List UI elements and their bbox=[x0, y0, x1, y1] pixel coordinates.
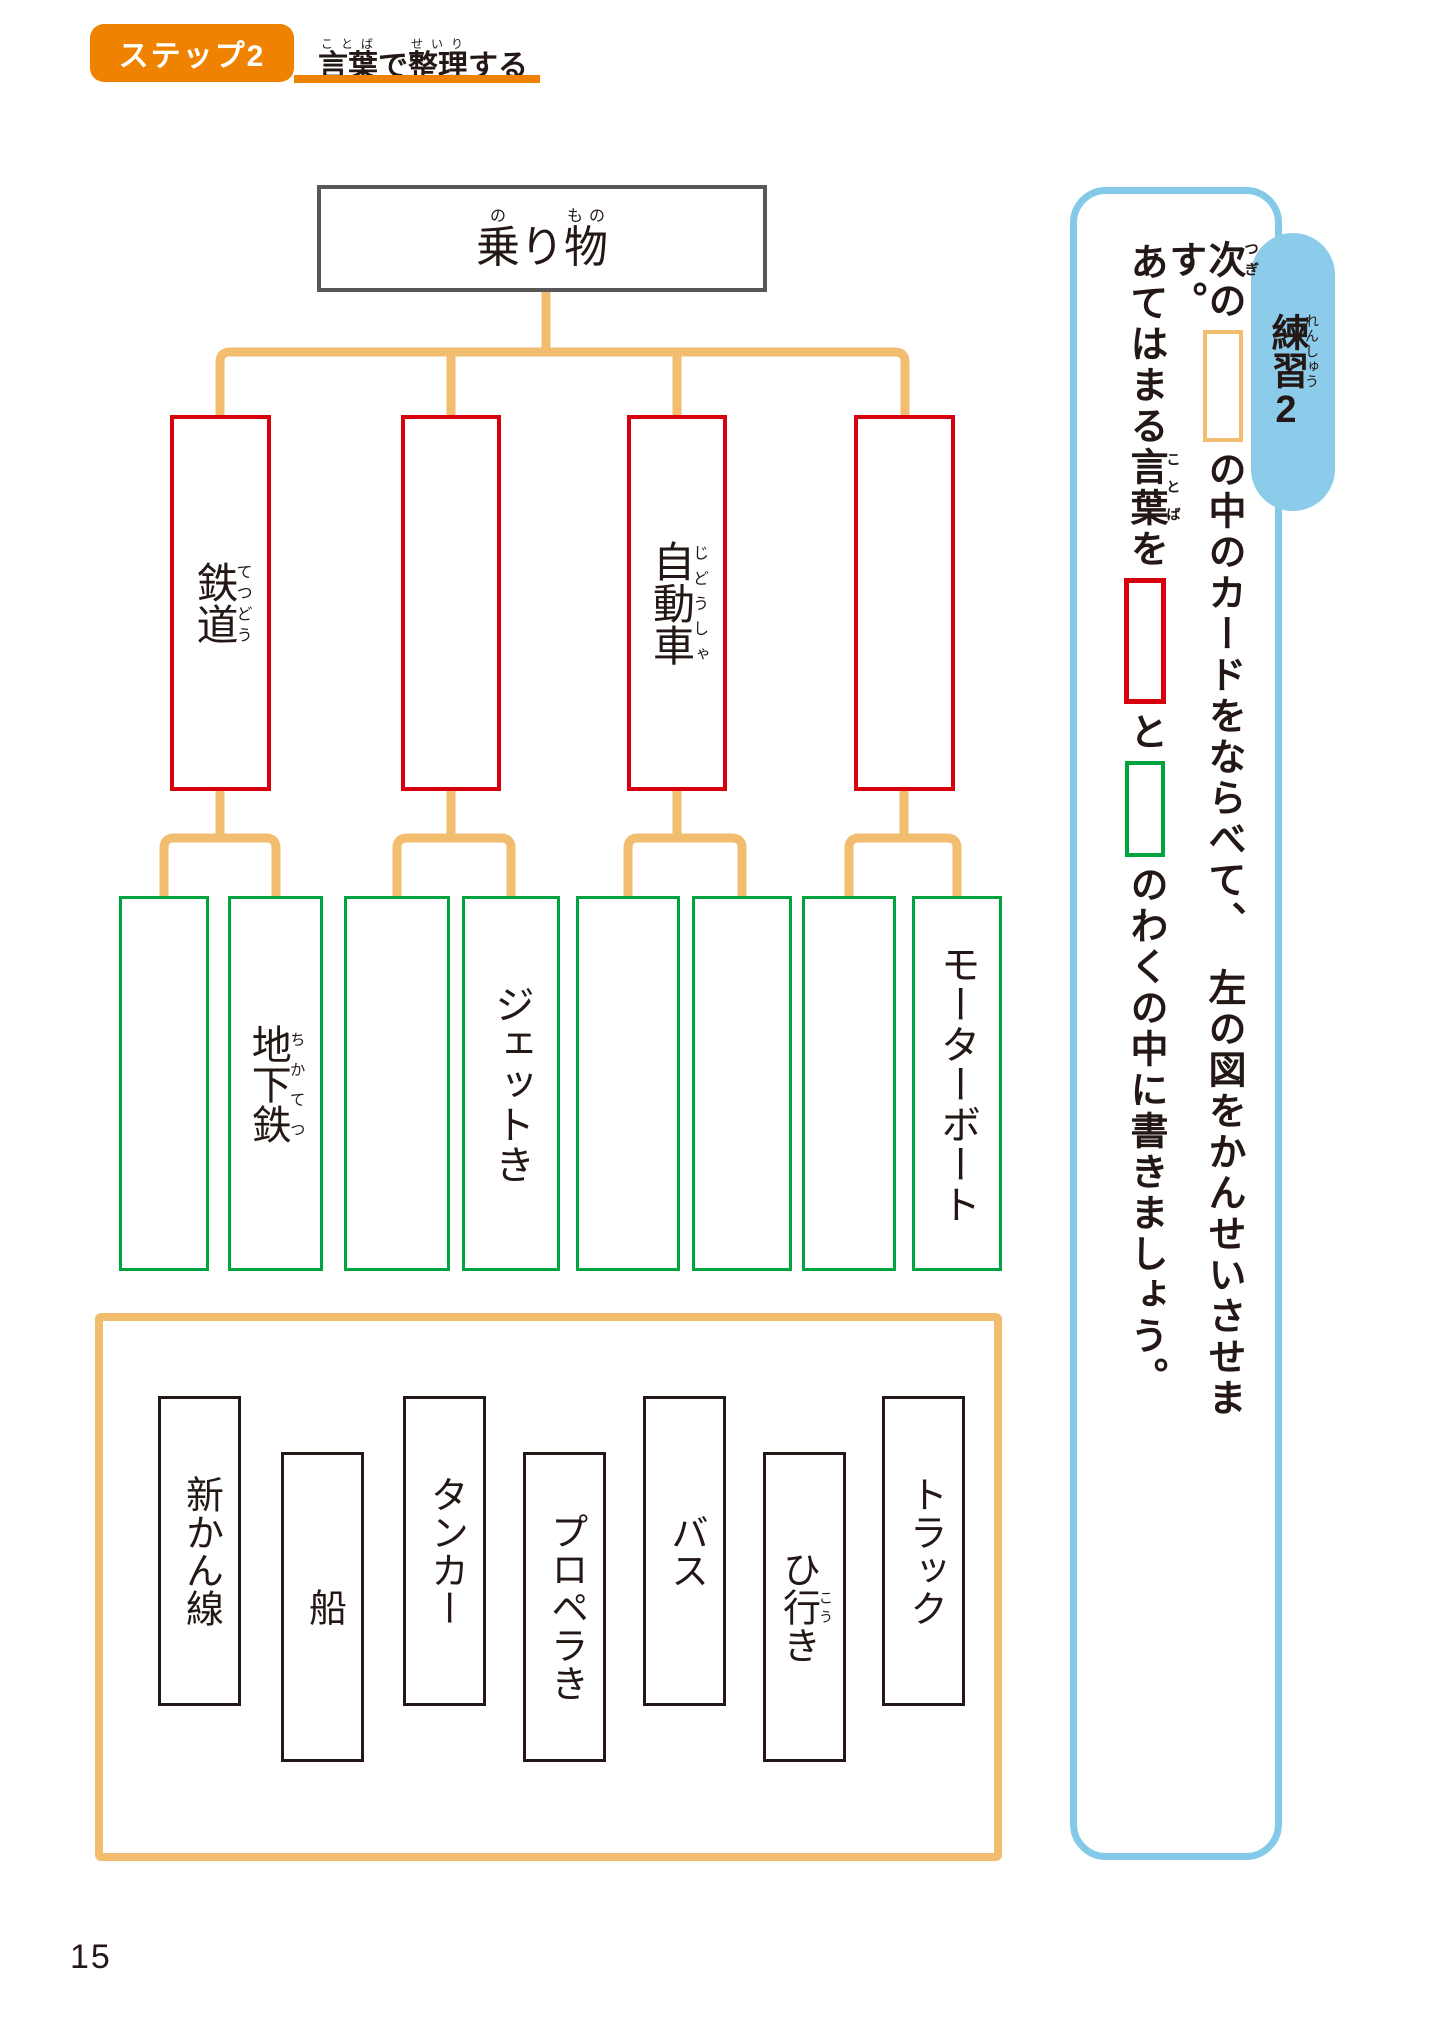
category-label: 鉄道てつどう bbox=[190, 561, 251, 645]
word-card-airplane: ひ行こうき bbox=[763, 1452, 846, 1762]
instruction-panel bbox=[1070, 187, 1282, 1860]
root-box-vehicles: 乗のり物もの bbox=[317, 185, 767, 292]
word-card-tanker: タンカー bbox=[403, 1396, 486, 1706]
instruction-column-2: あてはまる言葉ことばをとのわくの中に書きましょう。 bbox=[1124, 242, 1180, 1398]
category-box-blank-2[interactable] bbox=[854, 415, 955, 791]
green-card-glyph bbox=[1125, 761, 1165, 857]
page-number: 15 bbox=[70, 1938, 112, 1976]
category-box-automobile: 自動車じどうしゃ bbox=[627, 415, 727, 791]
word-card-truck: トラック bbox=[882, 1396, 965, 1706]
root-label: 乗のり物もの bbox=[476, 207, 608, 272]
item-box-blank-2[interactable] bbox=[344, 896, 450, 1271]
word-card-shinkansen: 新かん線 bbox=[158, 1396, 241, 1706]
category-box-railway: 鉄道てつどう bbox=[170, 415, 271, 791]
practice-2-badge: 練習れんしゅう2 bbox=[1251, 233, 1335, 511]
item-box-motorboat: モーターボート bbox=[912, 896, 1002, 1271]
practice-2-badge-label: 練習れんしゅう2 bbox=[1265, 313, 1320, 431]
item-box-jet: ジェットき bbox=[462, 896, 560, 1271]
item-box-blank-1[interactable] bbox=[119, 896, 209, 1271]
item-box-blank-4[interactable] bbox=[692, 896, 792, 1271]
word-card-propeller-plane: プロペラき bbox=[523, 1452, 606, 1762]
item-box-subway: 地下鉄ちかてつ bbox=[228, 896, 323, 1271]
header-underline bbox=[294, 75, 540, 83]
sentence-gap bbox=[1205, 942, 1241, 968]
page-title: 言葉ことばで整理せいりする bbox=[318, 36, 528, 83]
instruction-column-1: 次つぎのの中のカードをならべて、左の図をかんせいさせます。 bbox=[1163, 240, 1258, 1419]
step-tab-label: ステップ2 bbox=[118, 40, 266, 73]
red-card-glyph bbox=[1124, 578, 1166, 704]
step-tab: ステップ2 bbox=[90, 24, 294, 82]
item-box-blank-3[interactable] bbox=[576, 896, 680, 1271]
word-card-bus: バス bbox=[643, 1396, 726, 1706]
word-card-ship: 船 bbox=[281, 1452, 364, 1762]
category-box-blank-1[interactable] bbox=[401, 415, 501, 791]
item-box-blank-5[interactable] bbox=[802, 896, 896, 1271]
category-label: 自動車じどうしゃ bbox=[646, 540, 708, 666]
orange-card-glyph bbox=[1203, 330, 1243, 442]
